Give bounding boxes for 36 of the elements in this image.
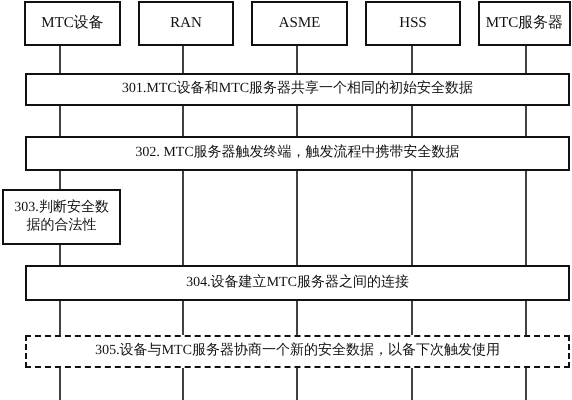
lifeline — [296, 46, 298, 73]
lifeline — [59, 368, 61, 400]
lifeline — [525, 106, 527, 136]
step-box: 303.判断安全数据的合法性 — [2, 189, 121, 245]
lifeline — [59, 106, 61, 136]
lifeline — [59, 46, 61, 73]
entity-box: MTC设备 — [24, 1, 121, 46]
step-box: 305.设备与MTC服务器协商一个新的安全数据，以备下次触发使用 — [25, 335, 570, 368]
lifeline — [182, 106, 184, 136]
lifeline — [59, 245, 61, 265]
lifeline — [411, 106, 413, 136]
lifeline — [296, 106, 298, 136]
entity-box: MTC服务器 — [478, 1, 571, 46]
step-box: 302. MTC服务器触发终端，触发流程中携带安全数据 — [25, 136, 570, 171]
lifeline — [182, 368, 184, 400]
lifeline — [59, 301, 61, 335]
entity-box: RAN — [138, 1, 234, 46]
lifeline — [296, 368, 298, 400]
lifeline — [411, 171, 413, 265]
lifeline — [525, 46, 527, 73]
lifeline — [411, 368, 413, 400]
entity-box: HSS — [365, 1, 461, 46]
lifeline — [182, 301, 184, 335]
step-box: 304.设备建立MTC服务器之间的连接 — [25, 265, 570, 301]
lifeline — [296, 171, 298, 265]
lifeline — [525, 368, 527, 400]
lifeline — [525, 171, 527, 265]
step-box: 301.MTC设备和MTC服务器共享一个相同的初始安全数据 — [25, 73, 570, 106]
lifeline — [182, 171, 184, 265]
lifeline — [59, 171, 61, 189]
lifeline — [182, 46, 184, 73]
lifeline — [525, 301, 527, 335]
entity-box: ASME — [251, 1, 348, 46]
lifeline — [411, 301, 413, 335]
lifeline — [296, 301, 298, 335]
lifeline — [411, 46, 413, 73]
